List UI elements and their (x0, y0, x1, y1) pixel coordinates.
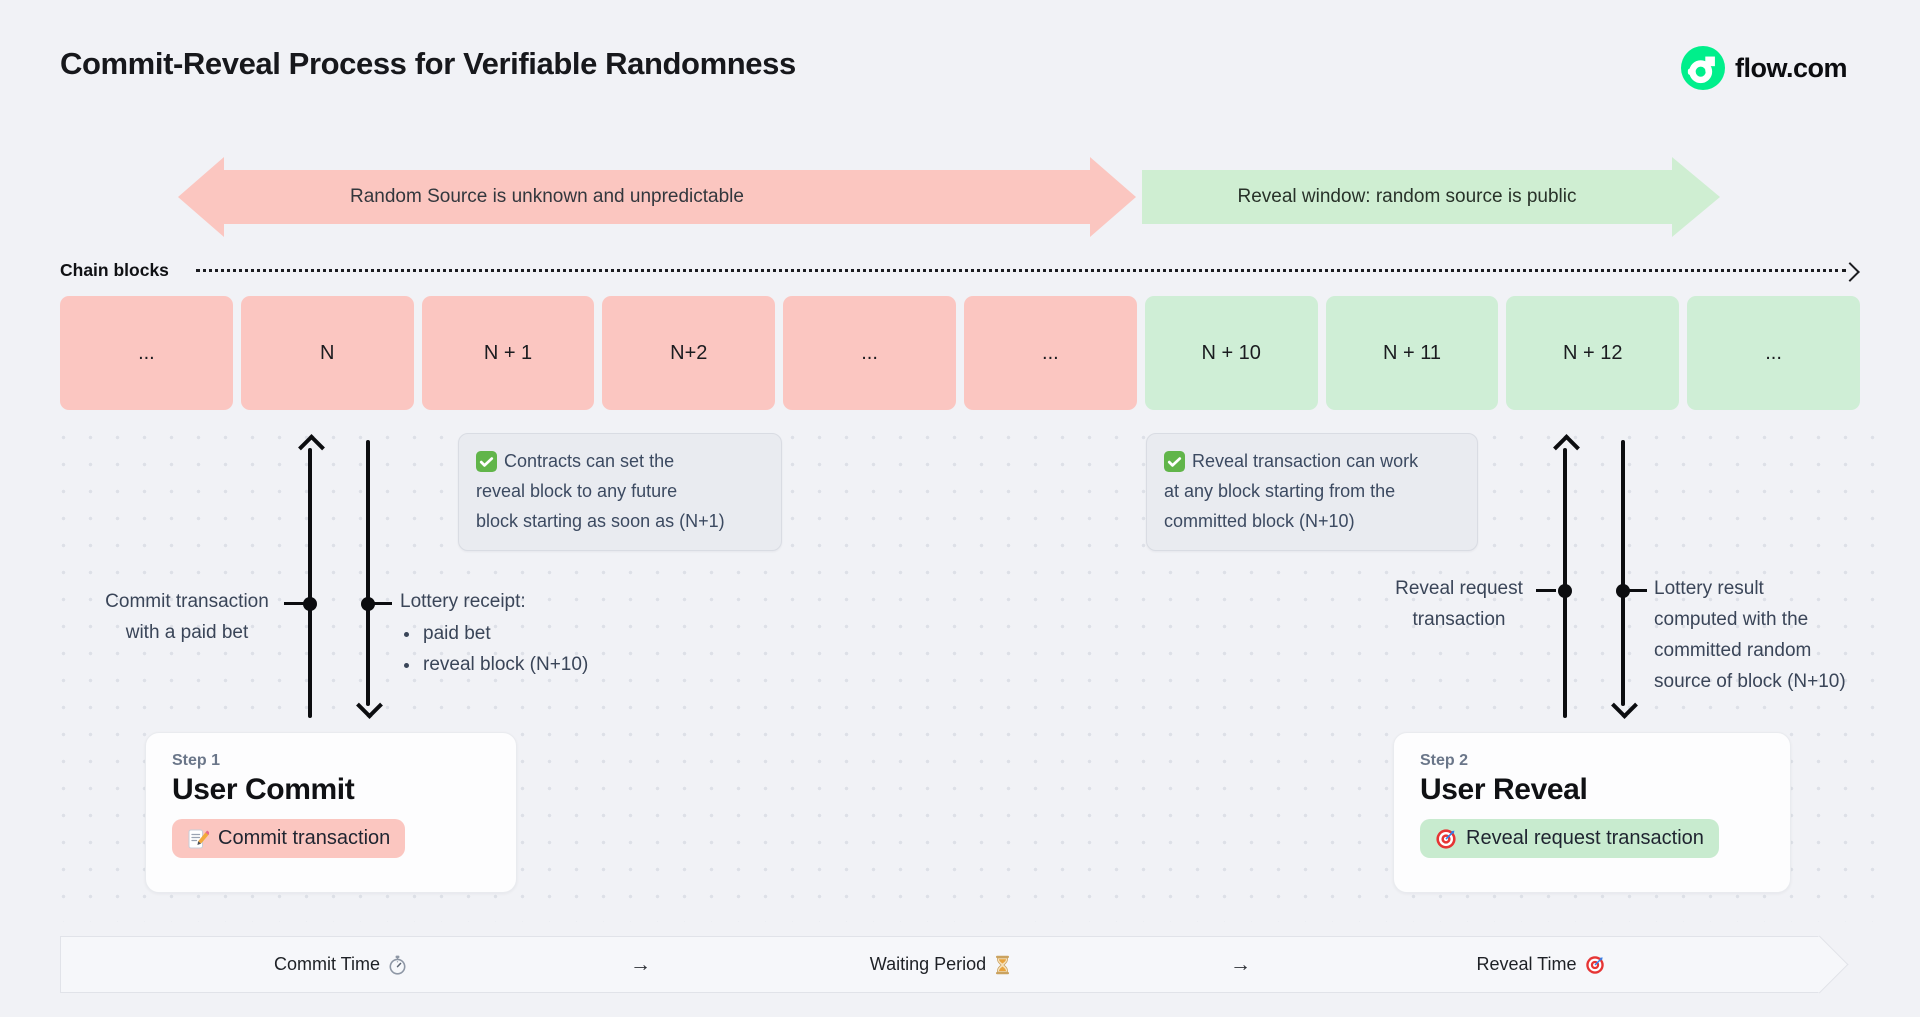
list-item: paid bet (421, 618, 650, 649)
check-icon (476, 450, 497, 472)
step1-card: Step 1 User Commit Commit transaction (145, 732, 517, 893)
chain-block: N+2 (602, 296, 776, 410)
commit-phase-label: Random Source is unknown and unpredictab… (350, 186, 744, 207)
target-icon (1585, 955, 1605, 975)
chain-axis-arrowhead-icon (1840, 261, 1860, 282)
chain-blocks-row: ... N N + 1 N+2 ... ... N + 10 N + 11 N … (60, 296, 1860, 410)
commit-phase-band: Random Source is unknown and unpredictab… (178, 157, 1136, 237)
reveal-up-arrow-line (1563, 448, 1567, 718)
reveal-request-badge: Reveal request transaction (1420, 819, 1719, 858)
step1-title: User Commit (172, 773, 355, 806)
flow-logo-icon (1681, 46, 1725, 90)
callout-line: committed block (N+10) (1164, 511, 1355, 531)
step2-title: User Reveal (1420, 773, 1588, 806)
step2-card: Step 2 User Reveal Reveal request transa… (1393, 732, 1791, 893)
commit-up-arrow-line (308, 448, 312, 718)
timeline-waiting-period: Waiting Period (791, 954, 1091, 975)
result-node-dot (1616, 584, 1630, 598)
callout-line: Contracts can set the (504, 451, 675, 471)
badge-label: Reveal request transaction (1466, 827, 1704, 849)
reveal-request-label: Reveal request transaction (1395, 578, 1523, 630)
brand-name: flow.com (1735, 52, 1848, 83)
chain-block: ... (783, 296, 956, 410)
timeline-bar: Commit Time → Waiting Period (60, 936, 1820, 993)
reveal-node-dot (1558, 584, 1572, 598)
callout-line: reveal block to any future (476, 481, 678, 501)
commit-transaction-label: Commit transaction with a paid bet (105, 591, 269, 643)
list-item: reveal block (N+10) (421, 649, 650, 680)
timeline-arrow: → (630, 952, 651, 976)
lottery-result-label: Lottery result computed with the committ… (1654, 578, 1846, 692)
commit-transaction-badge: Commit transaction (172, 819, 406, 858)
stopwatch-icon (388, 955, 407, 975)
timeline-reveal-time: Reveal Time (1391, 954, 1691, 975)
connector-line (1627, 589, 1647, 592)
chain-block: ... (1687, 296, 1860, 410)
reveal-phase-band: Reveal window: random source is public (1142, 157, 1720, 237)
result-down-arrow-line (1621, 440, 1625, 706)
step1-eyebrow: Step 1 (172, 752, 221, 769)
connector-line (372, 602, 392, 605)
reveal-callout: Reveal transaction can work at any block… (1146, 433, 1478, 551)
chain-block: N + 1 (421, 296, 595, 410)
memo-icon (187, 828, 209, 850)
chain-block: N + 12 (1506, 296, 1680, 410)
lottery-receipt-list: paid bet reveal block (N+10) (400, 618, 650, 680)
callout-line: at any block starting from the (1164, 481, 1396, 501)
chain-block: N (240, 296, 414, 410)
commit-node-dot (303, 597, 317, 611)
check-icon (1164, 450, 1185, 472)
lottery-receipt-title: Lottery receipt: (400, 591, 526, 612)
receipt-node-dot (361, 597, 375, 611)
timeline-arrow: → (1230, 952, 1251, 976)
connector-line (1536, 589, 1556, 592)
target-icon (1435, 828, 1457, 850)
commit-callout: Contracts can set the reveal block to an… (458, 433, 782, 551)
step2-eyebrow: Step 2 (1420, 752, 1469, 769)
callout-line: block starting as soon as (N+1) (476, 511, 725, 531)
chain-blocks-axis-label: Chain blocks (60, 260, 169, 280)
connector-line (284, 602, 304, 605)
timeline-commit-time: Commit Time (191, 954, 491, 975)
chain-block: ... (60, 296, 233, 410)
chain-block: N + 10 (1144, 296, 1318, 410)
badge-label: Commit transaction (218, 827, 391, 849)
flow-brand-link[interactable]: flow.com (1681, 46, 1848, 90)
chain-block: ... (963, 296, 1137, 410)
callout-line: Reveal transaction can work (1192, 451, 1419, 471)
receipt-down-arrow-line (366, 440, 370, 706)
page-title: Commit-Reveal Process for Verifiable Ran… (60, 46, 796, 81)
reveal-phase-label: Reveal window: random source is public (1237, 186, 1577, 207)
hourglass-icon (994, 955, 1011, 975)
chain-block: N + 11 (1325, 296, 1499, 410)
chain-axis-dotted-line (196, 269, 1846, 272)
lottery-receipt-label: Lottery receipt: paid bet reveal block (… (400, 586, 650, 680)
